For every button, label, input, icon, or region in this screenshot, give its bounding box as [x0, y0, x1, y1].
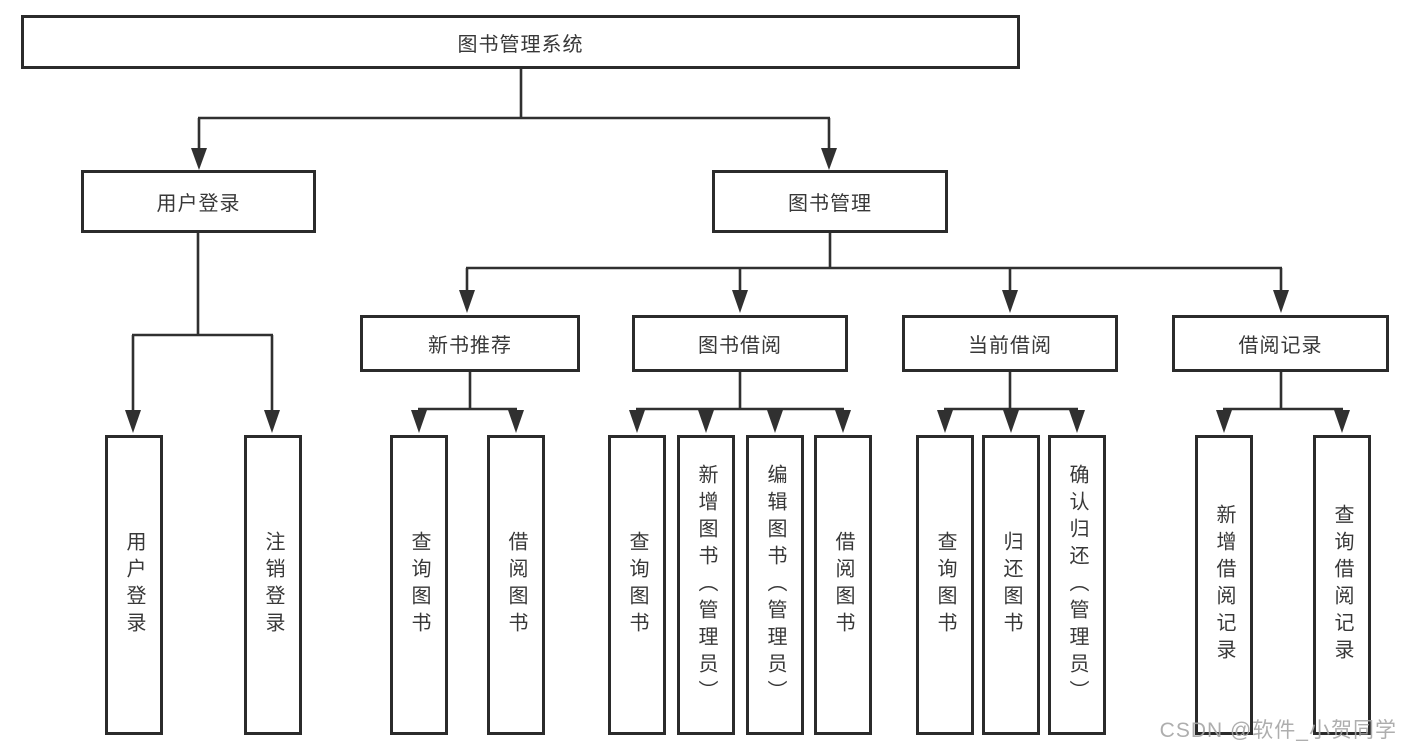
node-leaf-add-borrow-record-label: 新增借阅记录 [1213, 504, 1235, 666]
node-leaf-borrow-books-2-label: 借阅图书 [832, 531, 854, 639]
node-leaf-add-books-admin: 新增图书（管理员） [677, 435, 735, 735]
node-user-login-label: 用户登录 [156, 193, 241, 215]
node-user-login: 用户登录 [81, 170, 316, 233]
connector-book-borrow-children [629, 372, 851, 433]
node-book-management: 图书管理 [712, 170, 948, 233]
node-leaf-return-books: 归还图书 [982, 435, 1040, 735]
node-current-borrowing: 当前借阅 [902, 315, 1118, 372]
node-leaf-user-login-label: 用户登录 [123, 531, 145, 639]
node-book-borrowing: 图书借阅 [632, 315, 848, 372]
node-new-book-recommend-label: 新书推荐 [428, 335, 512, 357]
node-leaf-logout: 注销登录 [244, 435, 302, 735]
node-leaf-query-books-3-label: 查询图书 [934, 531, 956, 639]
node-leaf-add-borrow-record: 新增借阅记录 [1195, 435, 1253, 735]
node-book-borrowing-label: 图书借阅 [698, 335, 782, 357]
node-root-label: 图书管理系统 [457, 33, 584, 56]
node-leaf-query-books-1: 查询图书 [390, 435, 448, 735]
connector-new-book-rec-children [411, 372, 524, 433]
node-current-borrowing-label: 当前借阅 [968, 335, 1052, 357]
connector-borrow-records-children [1216, 372, 1350, 433]
node-book-management-label: 图书管理 [788, 193, 872, 215]
node-leaf-query-books-2: 查询图书 [608, 435, 666, 735]
node-leaf-user-login: 用户登录 [105, 435, 163, 735]
connector-book-mgmt-children [459, 233, 1289, 313]
node-leaf-edit-books-admin-label: 编辑图书（管理员） [764, 463, 786, 707]
node-leaf-confirm-return-admin: 确认归还（管理员） [1048, 435, 1106, 735]
connector-root-to-level2 [191, 69, 837, 170]
node-leaf-return-books-label: 归还图书 [1000, 531, 1022, 639]
node-leaf-logout-label: 注销登录 [262, 531, 284, 639]
node-leaf-query-books-1-label: 查询图书 [408, 531, 430, 639]
node-borrowing-records-label: 借阅记录 [1238, 335, 1323, 357]
node-leaf-query-books-3: 查询图书 [916, 435, 974, 735]
connector-user-login-children [125, 233, 280, 433]
connector-current-borrow-children [937, 372, 1085, 433]
node-new-book-recommend: 新书推荐 [360, 315, 580, 372]
node-leaf-add-books-admin-label: 新增图书（管理员） [695, 463, 717, 707]
node-leaf-borrow-books-2: 借阅图书 [814, 435, 872, 735]
node-leaf-query-books-2-label: 查询图书 [626, 531, 648, 639]
node-leaf-confirm-return-admin-label: 确认归还（管理员） [1066, 463, 1088, 707]
node-leaf-query-borrow-record-label: 查询借阅记录 [1331, 504, 1353, 666]
node-leaf-borrow-books-1-label: 借阅图书 [505, 531, 527, 639]
node-leaf-edit-books-admin: 编辑图书（管理员） [746, 435, 804, 735]
node-leaf-query-borrow-record: 查询借阅记录 [1313, 435, 1371, 735]
node-borrowing-records: 借阅记录 [1172, 315, 1389, 372]
node-leaf-borrow-books-1: 借阅图书 [487, 435, 545, 735]
csdn-watermark: CSDN @软件_小贺同学 [1159, 719, 1397, 742]
node-root: 图书管理系统 [21, 15, 1020, 69]
